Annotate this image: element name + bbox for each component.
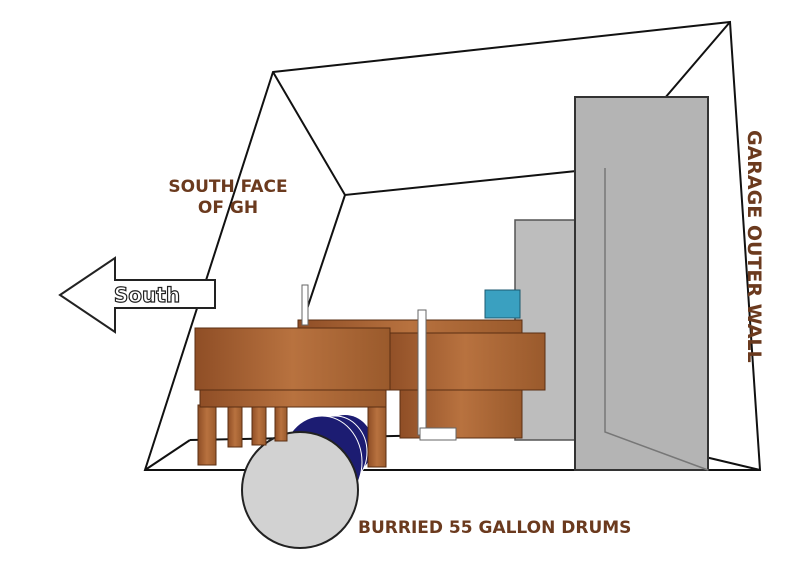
drums (241, 415, 373, 549)
front-bench (194, 327, 391, 468)
garage-wall-label: GARAGE OUTER WALL (743, 130, 765, 363)
south-face-label-1: SOUTH FACE (168, 177, 287, 197)
south-face-label-2: OF GH (198, 198, 258, 218)
garage-wall (574, 96, 709, 471)
water-box (484, 289, 521, 319)
drum-end-cap (241, 431, 359, 549)
south-arrow: South (58, 256, 216, 334)
drums-label: BURRIED 55 GALLON DRUMS (358, 518, 631, 538)
pvc-pipes (301, 284, 457, 441)
south-arrow-label: South (114, 283, 180, 307)
